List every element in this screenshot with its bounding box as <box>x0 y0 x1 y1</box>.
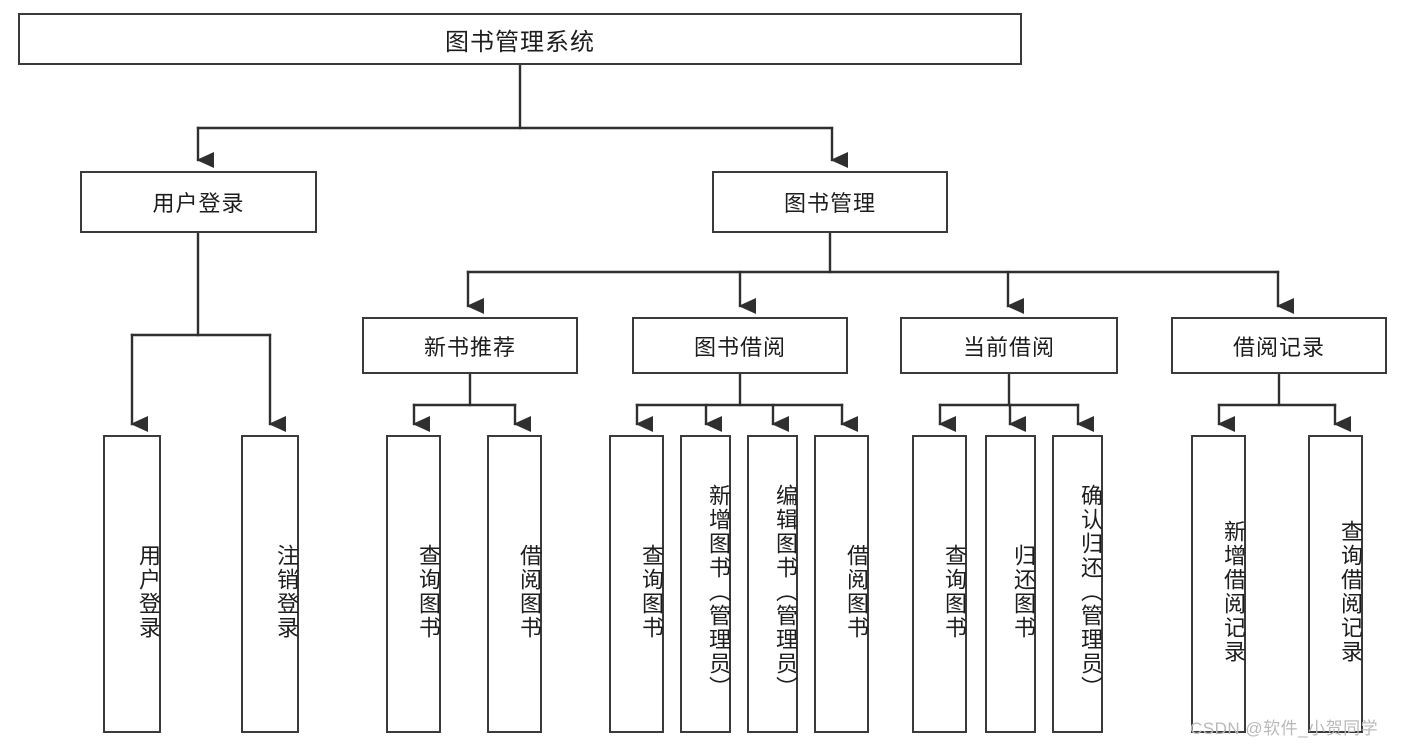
csdn-watermark: CSDN @软件_小贺同学 <box>1190 719 1379 738</box>
node-book-borrowing[interactable]: 图书借阅 <box>632 317 848 374</box>
leaf-label: 查询图书 <box>639 544 664 640</box>
node-book-management-label: 图书管理 <box>783 191 876 216</box>
leaf-node[interactable]: 查询图书 <box>912 435 967 733</box>
leaf-node[interactable]: 新增借阅记录 <box>1191 435 1246 733</box>
leaf-label: 查询图书 <box>416 544 441 640</box>
leaf-label: 查询借阅记录 <box>1338 520 1363 664</box>
node-book-management[interactable]: 图书管理 <box>712 171 948 233</box>
leaf-node[interactable]: 借阅图书 <box>814 435 869 733</box>
leaf-label: 注销登录 <box>274 544 299 640</box>
leaf-node[interactable]: 编辑图书（管理员） <box>747 435 798 733</box>
leaf-label: 借阅图书 <box>517 544 542 640</box>
leaf-node[interactable]: 新增图书（管理员） <box>680 435 731 733</box>
node-borrowing-record[interactable]: 借阅记录 <box>1171 317 1387 374</box>
node-borrowing-record-label: 借阅记录 <box>1232 334 1325 360</box>
leaf-node[interactable]: 归还图书 <box>985 435 1036 733</box>
leaf-label: 新增图书（管理员） <box>706 484 731 700</box>
leaf-node[interactable]: 用户登录 <box>103 435 161 733</box>
leaf-node[interactable]: 确认归还（管理员） <box>1052 435 1103 733</box>
node-user-login[interactable]: 用户登录 <box>80 171 317 233</box>
leaf-label: 新增借阅记录 <box>1221 520 1246 664</box>
leaf-node[interactable]: 借阅图书 <box>487 435 542 733</box>
leaf-label: 确认归还（管理员） <box>1078 484 1103 700</box>
node-new-book-recommendation[interactable]: 新书推荐 <box>362 317 578 374</box>
leaf-label: 借阅图书 <box>844 544 869 640</box>
node-new-book-recommendation-label: 新书推荐 <box>423 334 516 360</box>
leaf-node[interactable]: 注销登录 <box>241 435 299 733</box>
leaf-label: 编辑图书（管理员） <box>773 484 798 700</box>
leaf-label: 查询图书 <box>942 544 967 640</box>
node-current-borrowing[interactable]: 当前借阅 <box>900 317 1118 374</box>
node-user-login-label: 用户登录 <box>152 191 245 216</box>
node-root-label: 图书管理系统 <box>445 28 595 56</box>
node-root-system[interactable]: 图书管理系统 <box>18 13 1022 65</box>
leaf-label: 用户登录 <box>136 544 161 640</box>
leaf-label: 归还图书 <box>1011 544 1036 640</box>
leaf-node[interactable]: 查询图书 <box>609 435 664 733</box>
node-book-borrowing-label: 图书借阅 <box>693 334 786 360</box>
leaf-node[interactable]: 查询借阅记录 <box>1308 435 1363 733</box>
node-current-borrowing-label: 当前借阅 <box>962 334 1055 360</box>
leaf-node[interactable]: 查询图书 <box>386 435 441 733</box>
